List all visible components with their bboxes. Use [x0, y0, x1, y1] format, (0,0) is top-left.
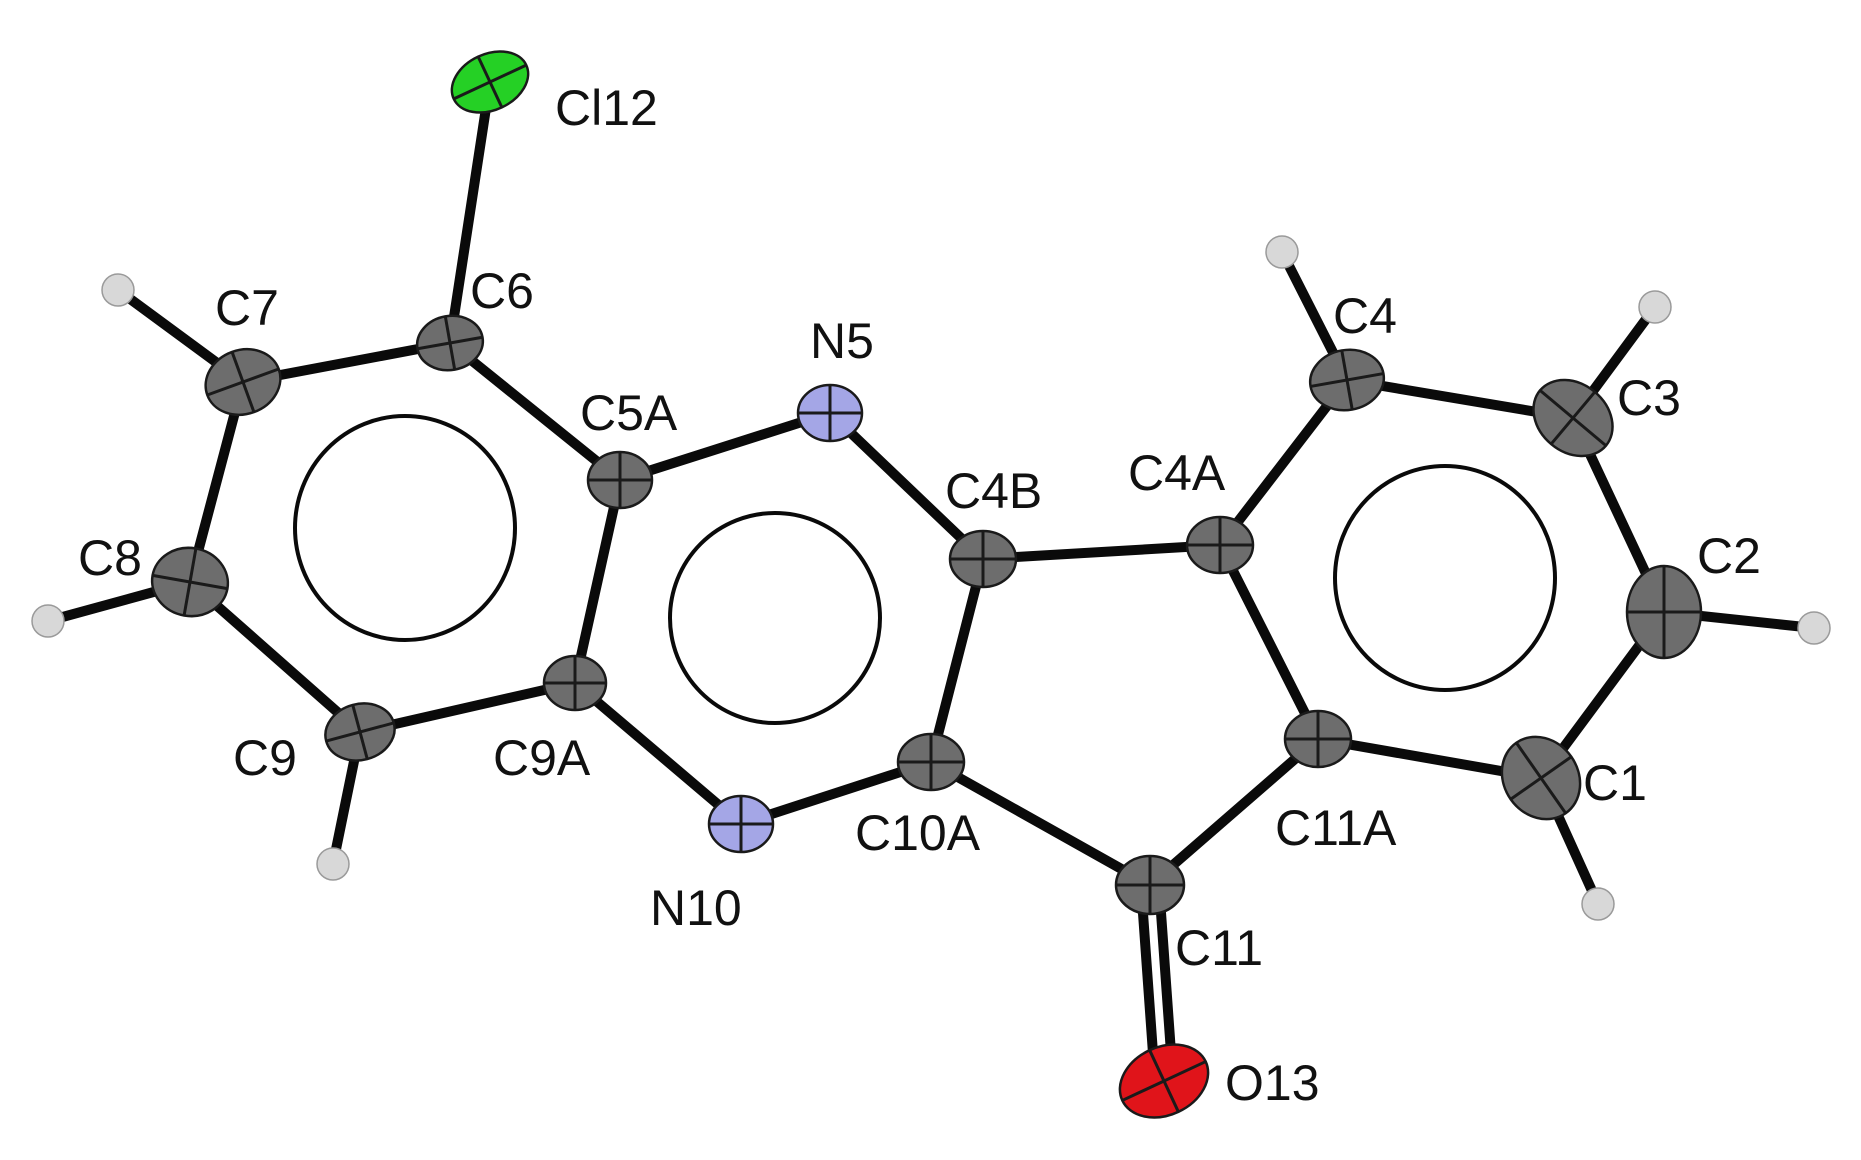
atom-label-c3: C3	[1617, 370, 1681, 426]
atom-c11	[1114, 854, 1186, 916]
atom-c10a	[896, 732, 966, 792]
benzo-ring-left	[293, 414, 517, 642]
atom-c4	[1308, 348, 1386, 412]
atom-c4a	[1185, 515, 1255, 575]
atom-label-c4b: C4B	[945, 463, 1042, 519]
bond-N10-C9A	[570, 678, 746, 829]
hydrogen-sphere	[1265, 235, 1299, 269]
ellipsoid-axis	[1148, 1049, 1180, 1113]
atom-label-c11: C11	[1175, 920, 1263, 976]
atom-h7	[101, 273, 135, 307]
atom-c9a	[542, 654, 608, 712]
bond-C11A-C4A	[1215, 540, 1323, 744]
atom-c6	[415, 314, 485, 372]
atom-label-c9: C9	[233, 730, 297, 786]
atom-h3	[1638, 290, 1672, 324]
atom-label-c4: C4	[1333, 288, 1397, 344]
aromatic-ring-layer	[293, 414, 1557, 725]
atom-h8	[31, 604, 65, 638]
bond-C4A-C4	[1215, 375, 1352, 550]
atom-label-c9a: C9A	[493, 730, 591, 786]
bond-C9A-C5A	[570, 475, 625, 688]
atom-label-c10a: C10A	[855, 805, 981, 861]
atom-h2	[1797, 611, 1831, 645]
ellipsoid-axis	[1549, 390, 1597, 446]
atom-c4b	[948, 529, 1018, 589]
bond-Cl12-C6	[445, 77, 495, 348]
atom-label-c5a: C5A	[580, 385, 678, 441]
atom-layer	[31, 50, 1831, 1119]
atom-label-c11a: C11A	[1275, 800, 1397, 856]
atom-n10	[707, 794, 775, 854]
ellipsoid-axis	[476, 55, 504, 109]
atom-c11a	[1283, 709, 1353, 769]
atom-label-n5: N5	[810, 313, 874, 369]
bond-C9-C9A	[355, 678, 580, 737]
atom-cl12	[450, 50, 530, 114]
benzo-ring-right	[1333, 464, 1557, 692]
hydrogen-sphere	[1797, 611, 1831, 645]
bond-C11-C10A	[926, 757, 1155, 890]
atom-c3	[1532, 378, 1614, 458]
bond-C11A-C11	[1145, 734, 1323, 890]
pyrazine-ring	[668, 511, 882, 725]
atom-h1	[1581, 887, 1615, 921]
bond-C4B-C4A	[978, 540, 1225, 564]
ellipsoid-axis	[443, 316, 457, 370]
atom-h4	[1265, 235, 1299, 269]
atom-label-c4a: C4A	[1128, 445, 1226, 501]
atom-o13	[1118, 1043, 1210, 1119]
bond-layer	[43, 77, 1819, 1087]
atom-label-o13: O13	[1225, 1055, 1320, 1111]
hydrogen-sphere	[316, 847, 350, 881]
hydrogen-sphere	[31, 604, 65, 638]
atom-c5a	[586, 450, 654, 510]
atom-label-cl12: Cl12	[555, 80, 658, 136]
atom-label-c7: C7	[215, 280, 279, 336]
bond-C4B-C10A	[926, 554, 988, 767]
atom-c7	[204, 347, 282, 417]
atom-label-c2: C2	[1697, 528, 1761, 584]
atom-label-n10: N10	[650, 880, 742, 936]
bond-C5A-N5	[615, 408, 835, 485]
bond-C5A-C6	[445, 338, 625, 485]
atom-c8	[150, 546, 230, 618]
atom-c1	[1500, 735, 1582, 821]
ellipsoid-axis	[1515, 741, 1567, 815]
bond-N5-C4B	[825, 408, 988, 564]
hydrogen-sphere	[101, 273, 135, 307]
ellipsoid-axis	[1340, 350, 1354, 410]
atom-label-c6: C6	[470, 263, 534, 319]
hydrogen-sphere	[1638, 290, 1672, 324]
ellipsoid-axis	[182, 548, 198, 616]
atom-c2	[1625, 564, 1703, 660]
hydrogen-sphere	[1581, 887, 1615, 921]
atom-n5	[796, 383, 864, 443]
ellipsoid-axis	[230, 351, 256, 413]
atom-label-c1: C1	[1583, 755, 1647, 811]
atom-label-c8: C8	[78, 530, 142, 586]
atom-c9	[324, 702, 396, 762]
ellipsoid-axis	[351, 704, 369, 760]
atom-h9	[316, 847, 350, 881]
